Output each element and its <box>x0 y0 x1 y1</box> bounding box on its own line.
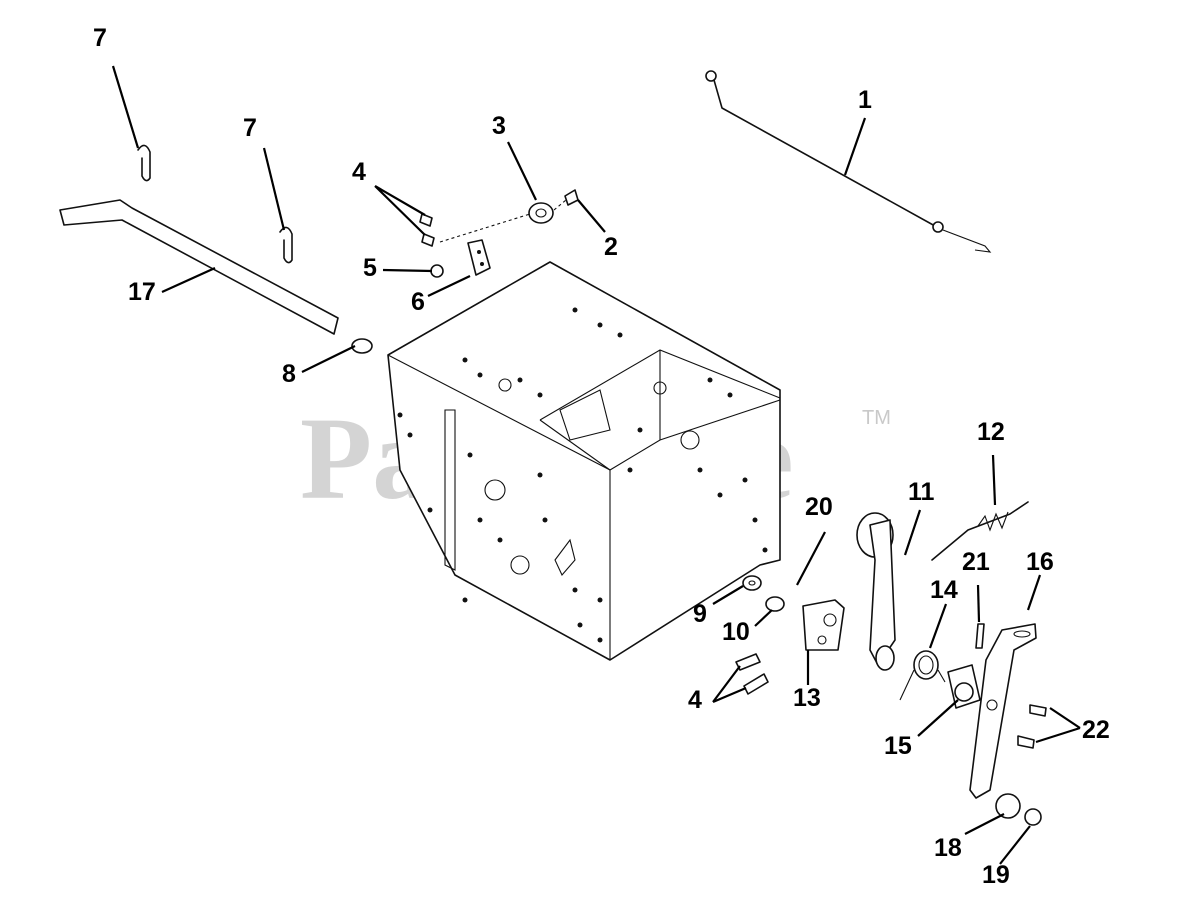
callout-16: 16 <box>1026 548 1054 576</box>
callout-17: 17 <box>128 278 156 306</box>
part-screws-upper <box>419 213 435 247</box>
callout-6: 6 <box>411 288 425 316</box>
part-spacer <box>995 793 1021 819</box>
callout-4-upper: 4 <box>352 158 366 186</box>
part-control-rod <box>705 70 992 253</box>
callout-20: 20 <box>805 493 833 521</box>
callout-13: 13 <box>793 684 821 712</box>
callout-8: 8 <box>282 360 296 388</box>
callout-19: 19 <box>982 861 1010 889</box>
part-extension-spring <box>931 501 1029 561</box>
callout-4-lower: 4 <box>688 686 702 714</box>
callout-7-right: 7 <box>243 114 257 142</box>
part-bracket <box>467 239 491 276</box>
part-screws-right <box>1017 704 1047 749</box>
callout-15: 15 <box>884 732 912 760</box>
part-nut-small <box>1024 808 1042 826</box>
callout-1: 1 <box>858 86 872 114</box>
callout-9: 9 <box>693 600 707 628</box>
part-washer <box>742 575 762 591</box>
callout-2: 2 <box>604 233 618 261</box>
part-pivot <box>947 664 981 709</box>
callout-14: 14 <box>930 576 958 604</box>
callout-21: 21 <box>962 548 990 576</box>
callout-10: 10 <box>722 618 750 646</box>
callout-3: 3 <box>492 112 506 140</box>
part-mounting-plate <box>802 599 845 651</box>
part-torsion-spring <box>899 650 946 701</box>
part-bearing <box>528 202 554 224</box>
callout-18: 18 <box>934 834 962 862</box>
leader-lines <box>111 65 1081 865</box>
part-pin <box>975 623 985 649</box>
part-retaining-ring <box>765 596 785 612</box>
part-bushing <box>351 338 373 354</box>
part-shift-rod <box>59 199 339 335</box>
part-screws-lower <box>735 653 769 695</box>
part-shoulder-bolt <box>564 189 579 206</box>
part-nut <box>430 264 444 278</box>
part-lever <box>969 623 1037 799</box>
part-hairpin-clips <box>137 144 293 264</box>
callouts: 1 2 3 4 5 6 7 7 8 9 10 11 12 13 14 15 16… <box>93 24 1110 889</box>
callout-7-left: 7 <box>93 24 107 52</box>
callout-5: 5 <box>363 254 377 282</box>
callout-12: 12 <box>977 418 1005 446</box>
watermark-trademark: TM <box>862 407 891 429</box>
part-idler-arm <box>856 512 896 671</box>
frame-housing <box>387 261 781 661</box>
callout-11: 11 <box>908 478 935 506</box>
callout-22: 22 <box>1082 716 1110 744</box>
